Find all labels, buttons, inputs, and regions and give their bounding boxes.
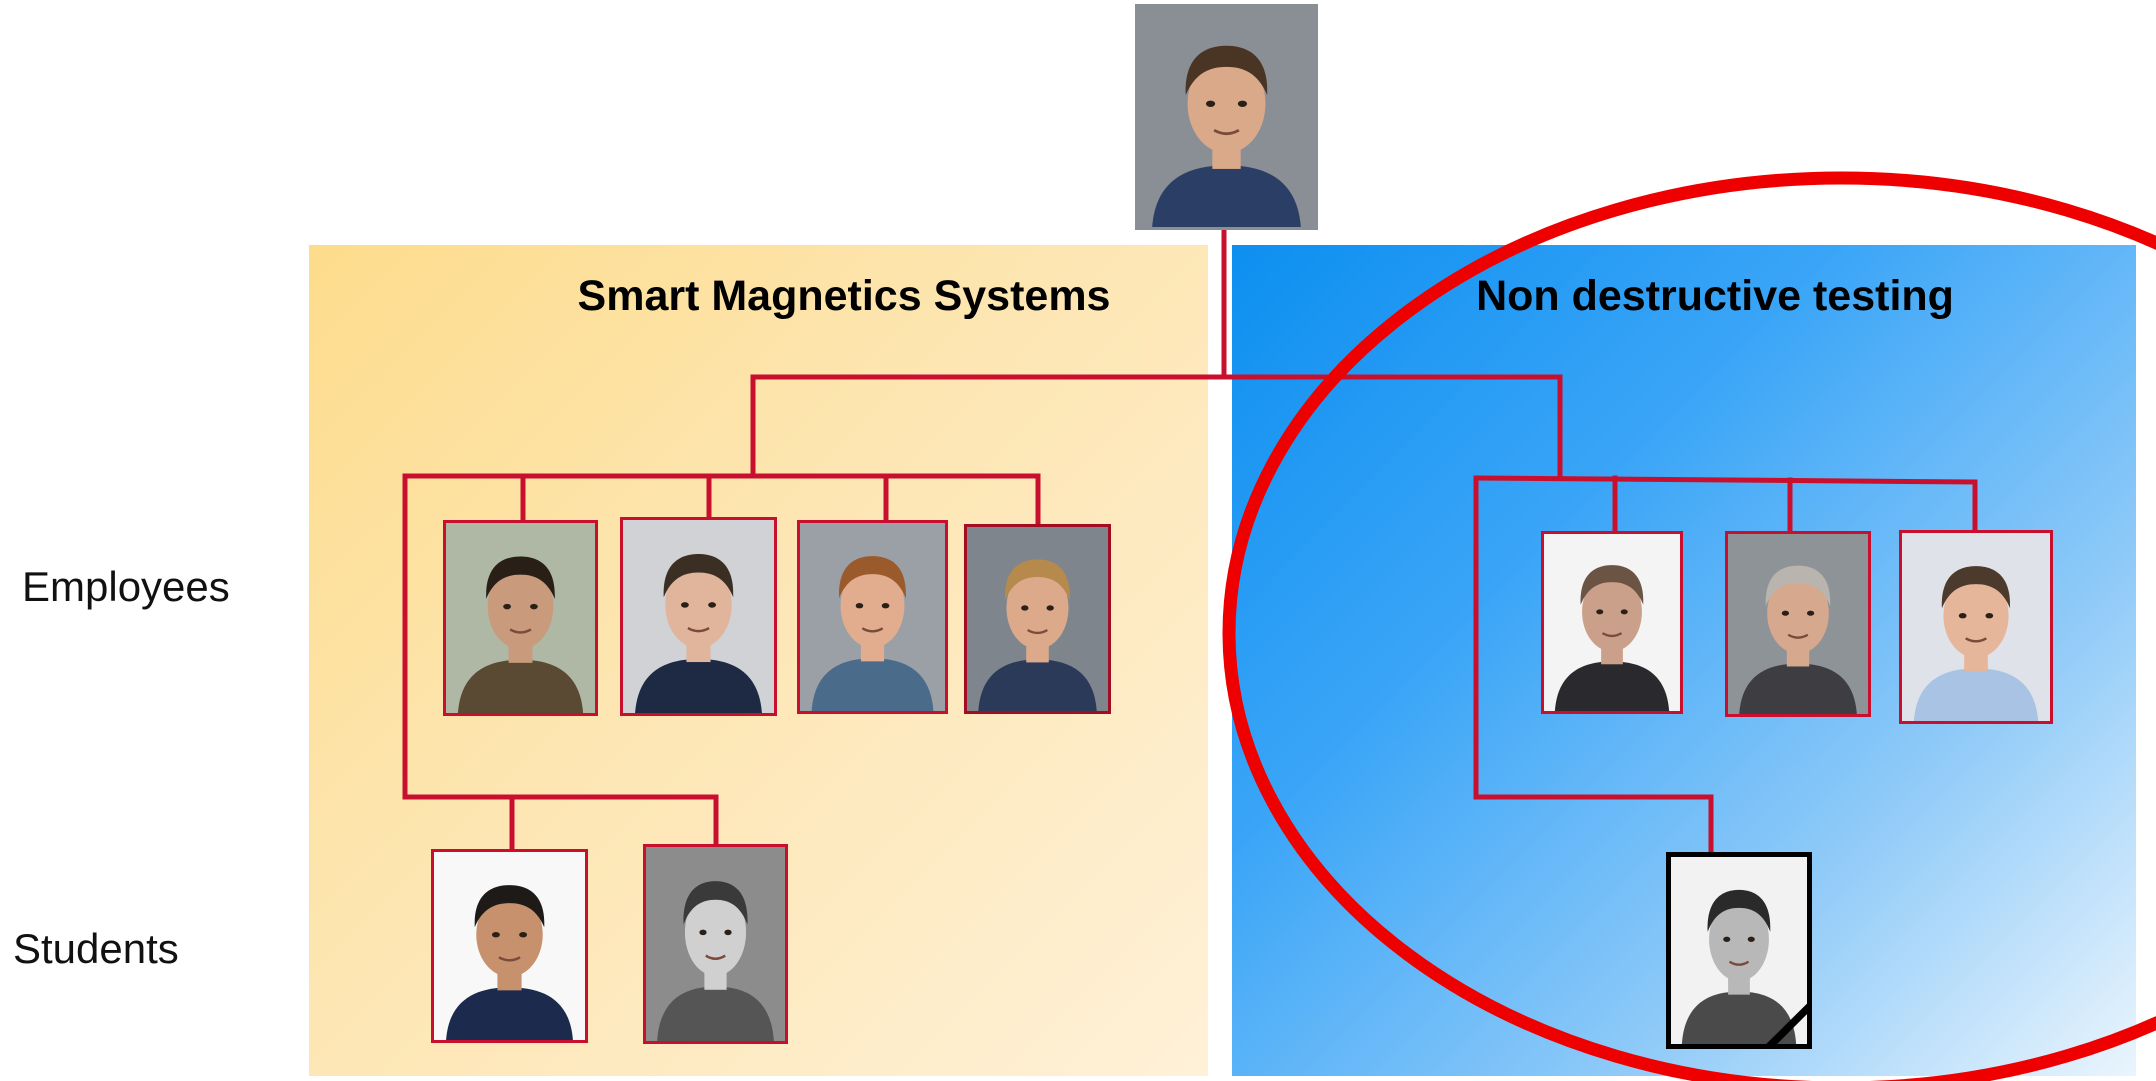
employee-photo: [797, 520, 948, 714]
portrait-silhouette: [1138, 7, 1315, 227]
employees-label: Employees: [22, 563, 230, 610]
portrait-silhouette: [1544, 534, 1680, 711]
students-label: Students: [13, 925, 179, 972]
smart-magnetics-title: Smart Magnetics Systems: [577, 272, 1111, 320]
portrait-silhouette: [1902, 533, 2050, 721]
student-photo: [643, 844, 788, 1044]
portrait-silhouette: [646, 847, 785, 1041]
employee-photo: [1541, 531, 1683, 714]
portrait-silhouette: [434, 852, 585, 1040]
connector-line: [1473, 475, 1978, 485]
head-photo: [1135, 4, 1318, 230]
portrait-silhouette: [623, 520, 774, 713]
employee-photo: [620, 517, 777, 716]
employee-photo: [443, 520, 598, 716]
portrait-silhouette: [800, 523, 945, 711]
employee-photo: [964, 524, 1111, 714]
portrait-silhouette: [967, 527, 1108, 711]
portrait-silhouette: [1728, 534, 1868, 714]
student-photo: [431, 849, 588, 1043]
employee-photo: [1899, 530, 2053, 724]
employee-photo: [1725, 531, 1871, 717]
student-photo-memorial: [1666, 852, 1812, 1049]
portrait-silhouette: [446, 523, 595, 713]
portrait-silhouette: [1671, 857, 1807, 1044]
